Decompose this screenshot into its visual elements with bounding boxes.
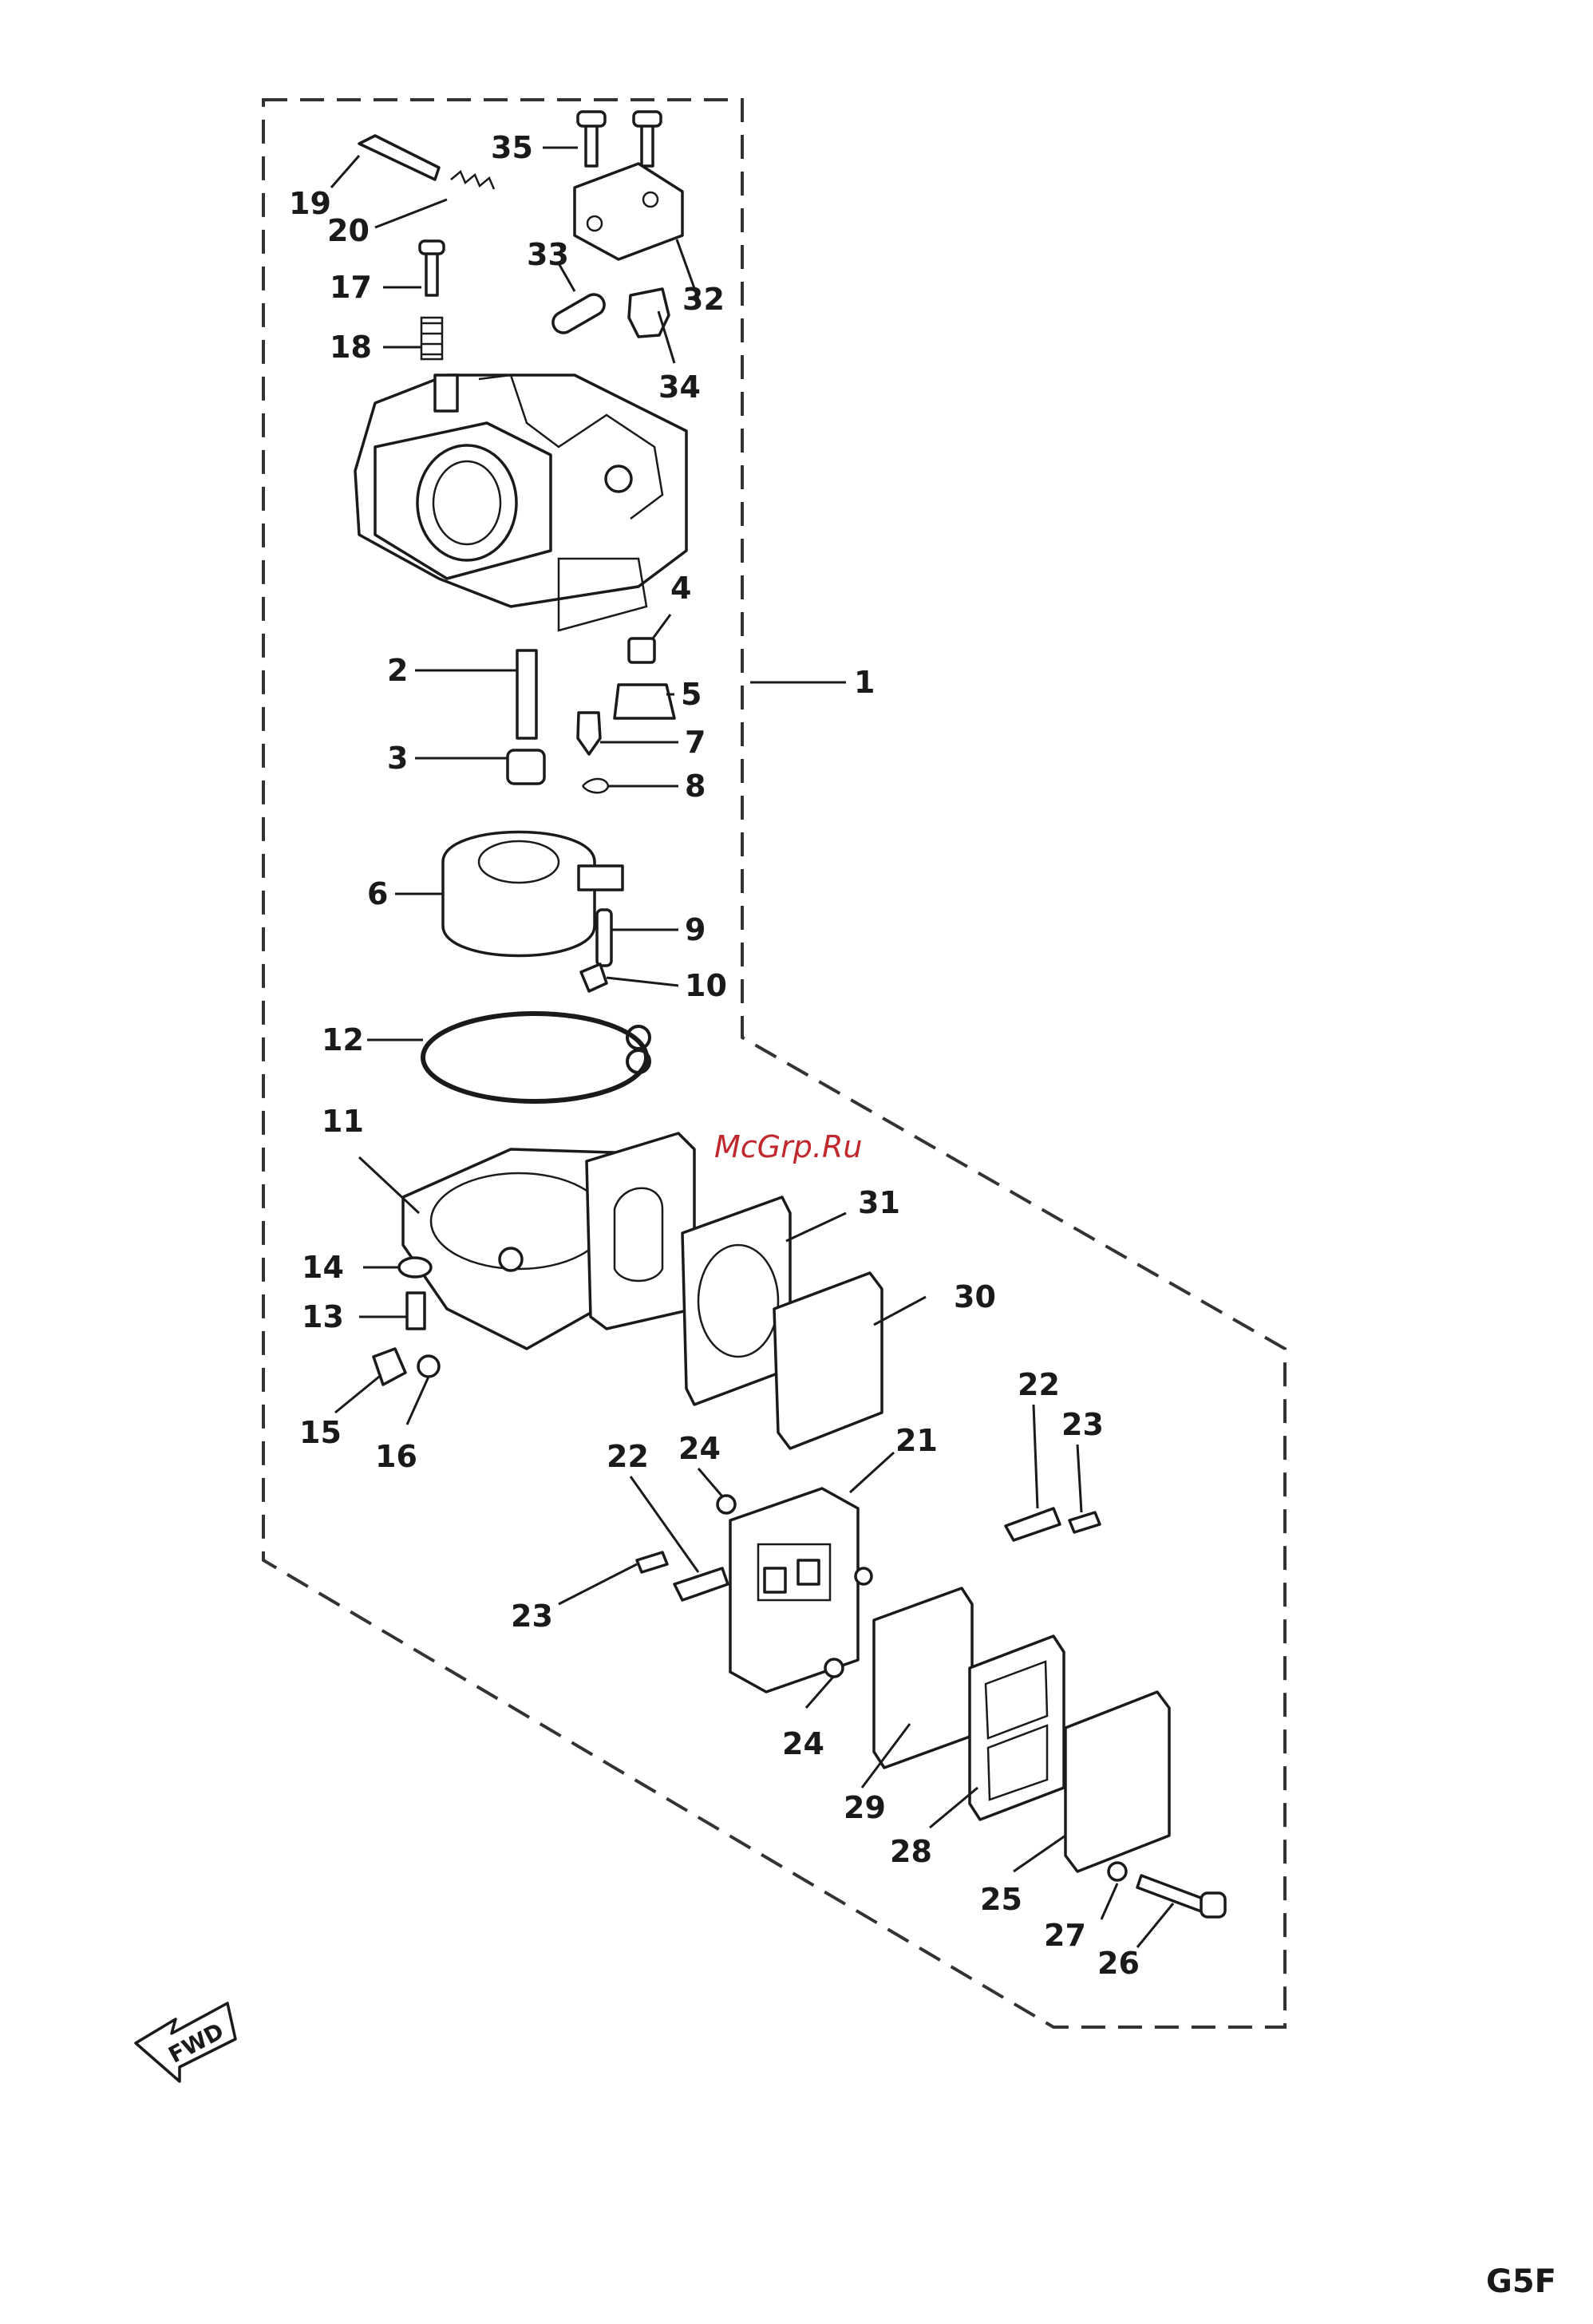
strip-seal	[549, 290, 608, 337]
fuel-fitting-left	[674, 1568, 728, 1600]
callout-15: 15	[299, 1415, 342, 1450]
fuel-pump-body	[730, 1488, 872, 1692]
callout-23-right: 23	[1061, 1407, 1104, 1442]
drain-plug	[615, 685, 674, 718]
page-code: G5F	[1486, 2263, 1556, 2300]
callout-6: 6	[367, 876, 388, 911]
callout-28: 28	[890, 1834, 932, 1869]
callout-2: 2	[387, 653, 408, 688]
callout-27: 27	[1044, 1918, 1086, 1953]
pump-diaphragm	[874, 1588, 972, 1768]
callout-35: 35	[491, 130, 533, 165]
callout-7: 7	[685, 725, 706, 760]
pilot-jet	[629, 638, 654, 662]
callout-20: 20	[327, 213, 370, 248]
main-jet	[508, 750, 544, 784]
callout-13: 13	[302, 1299, 344, 1334]
cap-plug	[629, 289, 669, 337]
callout-10: 10	[685, 968, 727, 1003]
callout-21: 21	[895, 1423, 938, 1458]
chamber-screw	[407, 1293, 425, 1329]
watermark: McGrp.Ru	[714, 1129, 862, 1164]
callout-9: 9	[685, 912, 706, 947]
main-nozzle	[517, 650, 536, 738]
callout-12: 12	[322, 1022, 364, 1057]
callout-17: 17	[330, 270, 372, 305]
chamber-washer	[399, 1258, 431, 1277]
callout-23-left: 23	[511, 1599, 553, 1634]
float-pin-screw	[581, 964, 607, 991]
callout-22-right: 22	[1018, 1367, 1060, 1402]
float-chamber	[403, 1133, 694, 1349]
callout-5: 5	[681, 677, 702, 712]
callout-31: 31	[858, 1185, 900, 1220]
callout-19: 19	[289, 186, 331, 221]
pilot-spring	[451, 172, 494, 189]
top-cover-screws	[578, 112, 661, 166]
callout-32: 32	[682, 282, 725, 317]
needle-clip	[583, 779, 608, 792]
callout-22-left: 22	[607, 1439, 649, 1474]
needle-valve	[578, 713, 600, 754]
pump-screw-top	[717, 1496, 735, 1513]
throttle-stop-spring	[421, 323, 442, 354]
callout-8: 8	[685, 769, 706, 804]
callout-25: 25	[980, 1882, 1022, 1917]
pump-cover	[1065, 1692, 1169, 1871]
pump-screw-bottom	[825, 1659, 843, 1677]
callout-18: 18	[330, 330, 372, 365]
callout-30: 30	[954, 1279, 996, 1314]
drain-washer	[418, 1356, 439, 1377]
callout-34: 34	[658, 370, 701, 405]
callout-16: 16	[375, 1439, 417, 1474]
callout-26: 26	[1097, 1946, 1140, 1981]
pilot-screw	[359, 136, 439, 180]
fuel-fitting-right	[1006, 1508, 1060, 1540]
callout-1: 1	[854, 665, 875, 700]
callout-11: 11	[322, 1104, 364, 1139]
callout-29: 29	[844, 1790, 886, 1825]
fwd-arrow: FWD	[136, 2003, 235, 2081]
float-pin	[597, 910, 611, 966]
callout-33: 33	[527, 237, 569, 272]
screw-right	[1069, 1512, 1100, 1532]
callout-4: 4	[670, 571, 691, 606]
drain-screw	[374, 1349, 405, 1385]
callout-24-bottom: 24	[782, 1726, 824, 1761]
callout-24-top: 24	[678, 1431, 721, 1466]
float-chamber-gasket	[423, 1014, 646, 1101]
carburetor-body	[355, 375, 686, 630]
cover-washer	[1109, 1863, 1126, 1880]
top-cover-plate	[575, 164, 682, 259]
callout-14: 14	[302, 1250, 344, 1285]
callout-3: 3	[387, 741, 408, 776]
screw-left	[637, 1552, 667, 1572]
